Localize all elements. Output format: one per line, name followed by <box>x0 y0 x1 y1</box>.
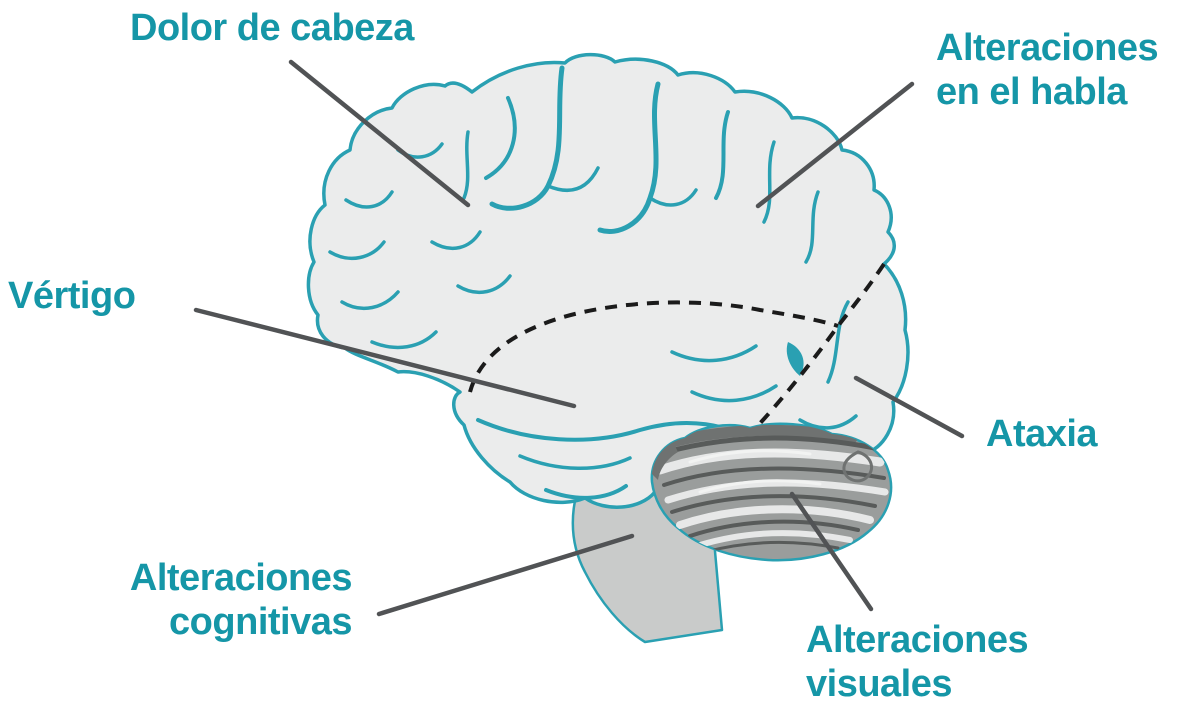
leader-line-vertigo <box>193 307 577 409</box>
label-line: Vértigo <box>8 275 136 317</box>
label-vertigo: Vértigo <box>8 274 136 318</box>
cerebellum <box>650 422 893 562</box>
label-line: Alteraciones <box>806 619 1029 661</box>
label-line: en el habla <box>936 71 1127 113</box>
label-dolor-de-cabeza: Dolor de cabeza <box>130 6 414 50</box>
label-alteraciones-cognitivas: Alteraciones cognitivas <box>60 556 353 644</box>
lobe-boundary-dashed-lines <box>468 262 886 434</box>
leader-line-alteraciones-habla <box>755 81 915 209</box>
label-line: visuales <box>806 663 953 705</box>
label-ataxia: Ataxia <box>986 412 1098 456</box>
label-alteraciones-visuales: Alteraciones visuales <box>806 618 1029 706</box>
leader-line-alteraciones-cognitivas <box>376 533 635 617</box>
leader-line-alteraciones-visuales <box>789 491 874 612</box>
leader-lines <box>193 59 965 617</box>
cerebellum-folia-stripes <box>651 424 889 554</box>
label-line: Ataxia <box>986 413 1098 455</box>
label-line: cognitivas <box>169 601 352 643</box>
label-alteraciones-en-el-habla: Alteraciones en el habla <box>936 26 1159 114</box>
cerebrum <box>306 52 910 509</box>
label-line: Alteraciones <box>936 27 1159 69</box>
label-line: Alteraciones <box>129 557 353 599</box>
leader-line-dolor-de-cabeza <box>288 59 471 208</box>
leader-line-ataxia <box>853 375 965 439</box>
label-line: Dolor de cabeza <box>130 7 414 49</box>
sulci <box>328 65 858 500</box>
